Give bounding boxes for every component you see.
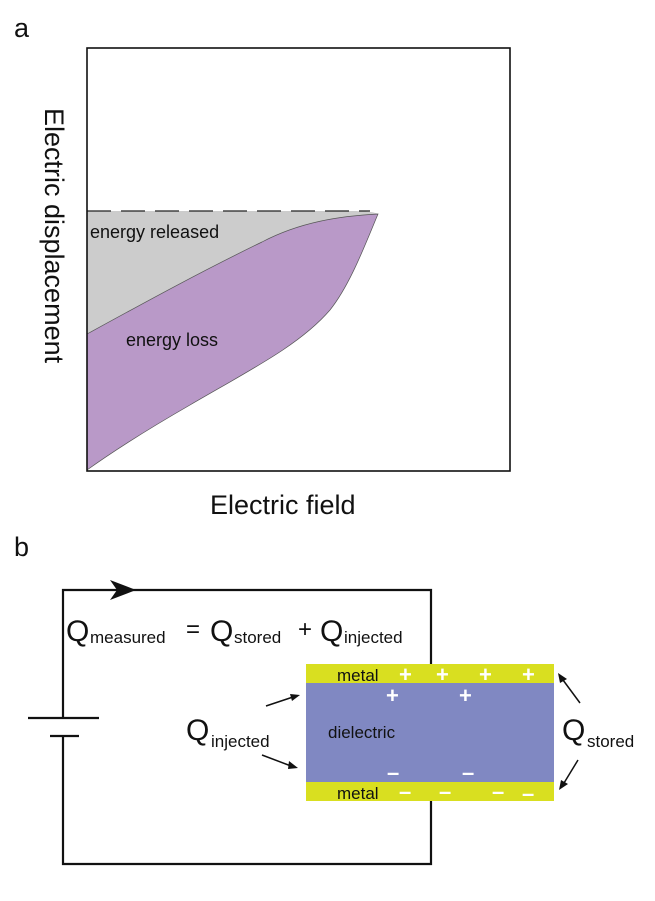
positive-charges: + + + + + +	[386, 662, 535, 708]
wire-top-left	[61, 588, 433, 718]
plot-frame	[86, 47, 511, 472]
q-stored-label: Q stored	[562, 714, 634, 751]
svg-text:+: +	[386, 683, 399, 708]
svg-text:Q: Q	[562, 714, 585, 747]
panel-a-label: a	[14, 13, 30, 43]
energy-loss-region	[86, 213, 379, 471]
svg-text:+: +	[522, 662, 535, 687]
svg-text:+: +	[399, 662, 412, 687]
svg-text:+: +	[298, 616, 312, 643]
svg-text:+: +	[479, 662, 492, 687]
svg-text:stored: stored	[234, 628, 281, 647]
battery-icon	[28, 716, 99, 738]
circuit-wires	[61, 588, 433, 866]
bottom-metal-electrode	[306, 782, 554, 801]
svg-text:–: –	[439, 779, 451, 804]
svg-text:–: –	[492, 779, 504, 804]
bottom-metal-label: metal	[337, 784, 379, 803]
svg-text:Q: Q	[66, 615, 89, 648]
svg-text:–: –	[387, 760, 399, 785]
svg-text:Q: Q	[186, 714, 209, 747]
injected-arrows-icon	[261, 694, 300, 769]
wire-bottom	[61, 736, 433, 866]
svg-text:injected: injected	[344, 628, 403, 647]
svg-text:injected: injected	[211, 732, 270, 751]
x-axis-label: Electric field	[210, 490, 356, 520]
energy-loss-label: energy loss	[126, 330, 218, 350]
energy-released-label: energy released	[90, 222, 219, 242]
energy-released-region	[87, 211, 378, 334]
y-axis-label: Electric displacement	[39, 108, 69, 364]
top-metal-electrode	[306, 664, 554, 683]
svg-text:stored: stored	[587, 732, 634, 751]
dielectric-layer	[306, 683, 554, 782]
current-arrow-icon	[110, 580, 136, 600]
q-injected-label: Q injected	[186, 714, 270, 751]
svg-text:measured: measured	[90, 628, 166, 647]
svg-text:+: +	[459, 683, 472, 708]
svg-text:–: –	[522, 781, 534, 806]
dielectric-label: dielectric	[328, 723, 396, 742]
svg-text:+: +	[436, 662, 449, 687]
svg-text:=: =	[186, 616, 200, 643]
top-metal-label: metal	[337, 666, 379, 685]
svg-text:–: –	[399, 779, 411, 804]
panel-b-label: b	[14, 532, 29, 562]
stored-arrows-icon	[558, 673, 581, 790]
negative-charges: – – – – – –	[387, 760, 534, 806]
svg-text:Q: Q	[210, 615, 233, 648]
charge-equation: Q measured = Q stored + Q injected	[66, 615, 403, 648]
svg-text:–: –	[462, 760, 474, 785]
svg-text:Q: Q	[320, 615, 343, 648]
